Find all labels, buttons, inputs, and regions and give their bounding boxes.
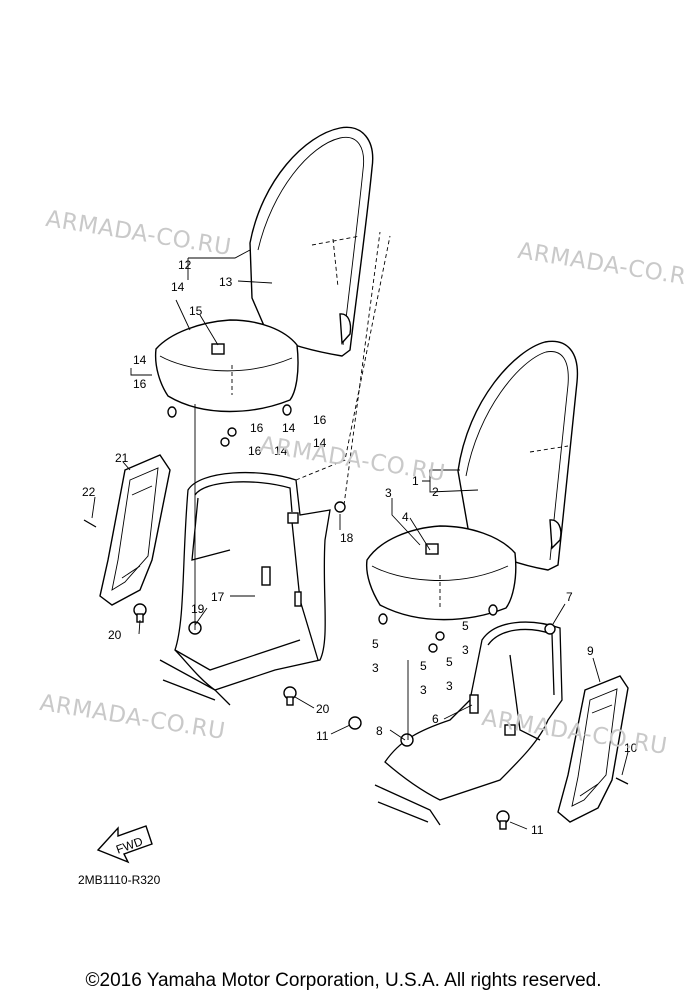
callout-11a: 11 <box>316 729 329 743</box>
left-fasteners <box>83 501 346 706</box>
diagram-code: 2MB1110-R320 <box>78 873 161 887</box>
callout-3b: 3 <box>462 643 469 657</box>
callout-2: 2 <box>432 485 439 499</box>
right-seat-backrest <box>457 340 579 571</box>
callout-3: 3 <box>385 486 392 500</box>
callout-16c: 16 <box>313 413 327 427</box>
callout-14c: 14 <box>282 421 296 435</box>
right-side-panel <box>557 675 629 823</box>
callout-20a: 20 <box>108 628 122 642</box>
callout-11b: 11 <box>531 823 544 837</box>
callout-22: 22 <box>82 485 96 499</box>
callout-6: 6 <box>432 712 439 726</box>
fwd-arrow-icon: FWD <box>96 825 153 864</box>
left-seat-cushion <box>154 319 299 413</box>
callout-16b: 16 <box>250 421 264 435</box>
callout-3d: 3 <box>446 679 453 693</box>
callout-labels: 1 2 3 4 5 3 5 3 5 3 5 3 6 7 8 9 10 11 11… <box>82 258 638 837</box>
left-seat-dampers <box>167 404 292 447</box>
callout-8: 8 <box>376 724 383 738</box>
callout-1: 1 <box>412 474 419 488</box>
callout-16a: 16 <box>133 377 147 391</box>
callout-3c: 3 <box>420 683 427 697</box>
leader-lines <box>91 231 629 830</box>
right-fasteners <box>348 623 629 830</box>
copyright-notice: ©2016 Yamaha Motor Corporation, U.S.A. A… <box>85 970 602 991</box>
callout-20b: 20 <box>316 702 330 716</box>
callout-14a: 14 <box>171 280 185 294</box>
callout-5d: 5 <box>446 655 453 669</box>
callout-14b: 14 <box>133 353 147 367</box>
callout-9: 9 <box>587 644 594 658</box>
callout-19: 19 <box>191 602 205 616</box>
left-seat-backrest <box>249 126 374 357</box>
callout-18: 18 <box>340 531 354 545</box>
callout-12: 12 <box>178 258 192 272</box>
callout-21: 21 <box>115 451 129 465</box>
callout-14d: 14 <box>313 436 327 450</box>
callout-5a: 5 <box>372 637 379 651</box>
callout-13: 13 <box>219 275 233 289</box>
callout-3a: 3 <box>372 661 379 675</box>
callout-16d: 16 <box>248 444 262 458</box>
callout-5c: 5 <box>420 659 427 673</box>
right-seat-cushion <box>365 525 517 653</box>
callout-10: 10 <box>624 741 638 755</box>
callout-14e: 14 <box>274 444 288 458</box>
left-seat-frame <box>159 471 331 706</box>
callout-15: 15 <box>189 304 203 318</box>
left-side-panel <box>99 454 171 606</box>
callout-5b: 5 <box>462 619 469 633</box>
callout-17: 17 <box>211 590 225 604</box>
callout-4: 4 <box>402 510 409 524</box>
callout-7: 7 <box>566 590 573 604</box>
